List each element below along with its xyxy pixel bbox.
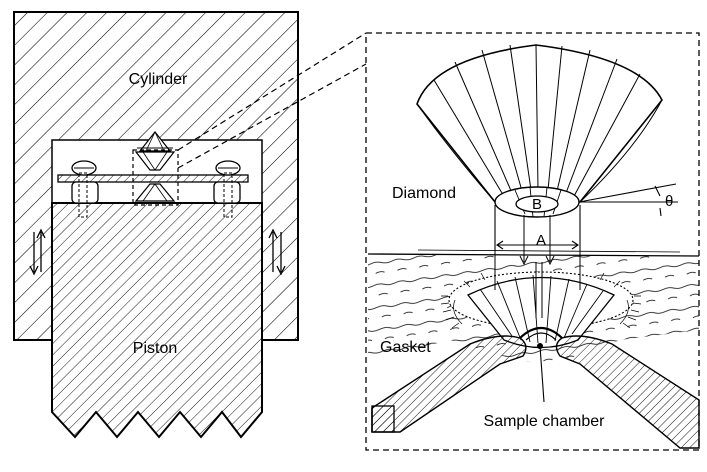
cylinder-label: Cylinder (129, 71, 188, 88)
piston-label: Piston (133, 340, 177, 357)
cell-mechanism (57, 131, 249, 218)
dimension-a-label: A (536, 232, 546, 249)
piston-body (51, 202, 263, 439)
magnification-leader-lines (177, 32, 367, 169)
sample-chamber-label: Sample chamber (484, 413, 606, 430)
gasket-cross-section (371, 335, 700, 449)
sample-chamber (519, 326, 563, 403)
projection-lines (494, 215, 581, 318)
dimension-a-marker (494, 205, 581, 250)
dimension-b-label: B (532, 196, 542, 213)
angle-marker (578, 183, 678, 217)
gasket-fringe (440, 272, 642, 329)
diamond-label: Diamond (392, 185, 456, 202)
motion-arrows (29, 228, 286, 276)
diamond-anvil (416, 44, 663, 218)
magnified-view-frame (365, 32, 700, 451)
gasket-label: Gasket (380, 339, 431, 356)
theta-label: θ (665, 193, 673, 210)
